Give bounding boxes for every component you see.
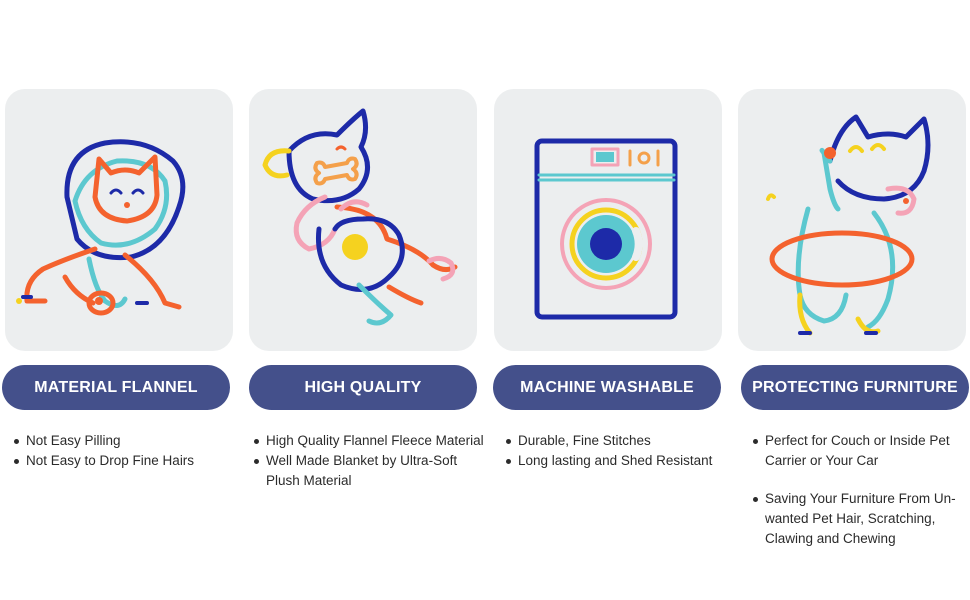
feature-title-machine-washable: MACHINE WASHABLE <box>493 365 721 410</box>
feature-card-machine-washable <box>494 89 722 351</box>
list-item: Perfect for Couch or Inside Pet Carrier … <box>751 431 961 471</box>
feature-title-high-quality: HIGH QUALITY <box>249 365 477 410</box>
feature-title-material-flannel: MATERIAL FLANNEL <box>2 365 230 410</box>
list-item: Long lasting and Shed Resistant <box>504 451 734 471</box>
feature-bullet-list: Not Easy Pilling Not Easy to Drop Fine H… <box>12 431 232 471</box>
feature-bullet-list: Durable, Fine Stitches Long lasting and … <box>504 431 734 471</box>
list-item: Well Made Blanket by Ultra-Soft Plush Ma… <box>252 451 492 491</box>
feature-title-protecting-furniture: PROTECTING FURNITURE <box>741 365 969 410</box>
cat-wearing-cone-icon <box>16 139 186 316</box>
list-item: Not Easy to Drop Fine Hairs <box>12 451 232 471</box>
washing-machine-icon <box>534 138 678 320</box>
feature-bullet-list: High Quality Flannel Fleece Material Wel… <box>252 431 492 491</box>
feature-card-high-quality <box>249 89 477 351</box>
list-item: Not Easy Pilling <box>12 431 232 451</box>
dog-lying-with-bone-icon <box>262 108 458 326</box>
feature-card-protecting-furniture <box>738 89 966 351</box>
list-item: Saving Your Furniture From Un-wanted Pet… <box>751 489 961 549</box>
list-item: High Quality Flannel Fleece Material <box>252 431 492 451</box>
cat-hula-hoop-icon <box>766 114 931 336</box>
list-item: Durable, Fine Stitches <box>504 431 734 451</box>
feature-card-material-flannel <box>5 89 233 351</box>
feature-bullet-list: Perfect for Couch or Inside Pet Carrier … <box>751 431 961 567</box>
